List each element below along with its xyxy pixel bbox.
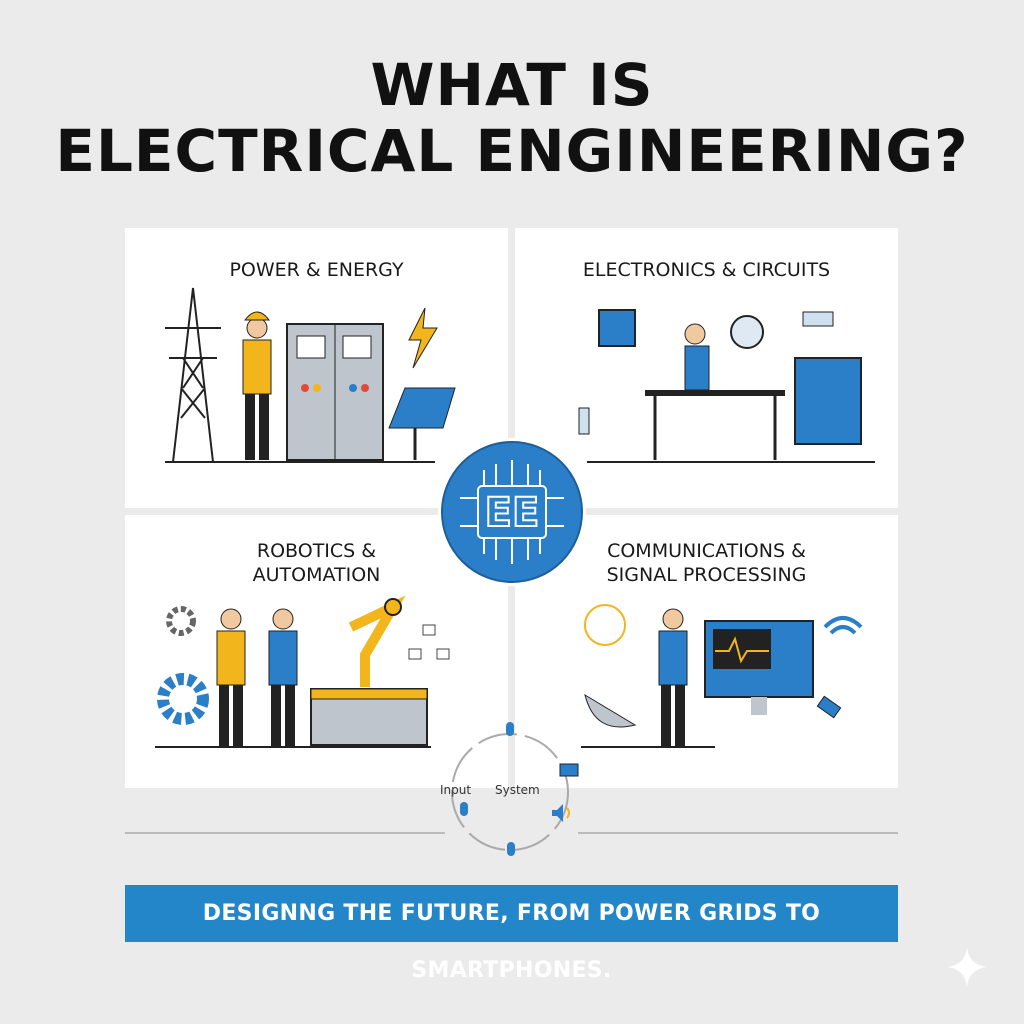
panel-title: POWER & ENERGY <box>229 259 404 281</box>
engineer-figure <box>242 311 272 460</box>
monitor-icon <box>704 620 814 715</box>
signal-cycle-diagram <box>451 722 579 856</box>
sparkle-icon <box>947 947 987 987</box>
panel-communications-signal-processing: COMMUNICATIONS & SIGNAL PROCESSING <box>515 515 898 788</box>
resistor-icon <box>802 311 834 327</box>
gear-icon <box>166 606 196 636</box>
robot-arm-icon <box>348 595 406 687</box>
circuit-board-icon <box>794 357 862 445</box>
robotics-illustration <box>155 595 450 748</box>
solar-panel-icon <box>388 387 456 460</box>
microphone-icon <box>460 802 468 816</box>
title-line-2: ELECTRICAL ENGINEERING? <box>55 117 969 185</box>
divider-right <box>578 832 898 834</box>
target-icon <box>584 604 626 646</box>
engineer-figure <box>268 608 298 747</box>
panel-title-line-1: COMMUNICATIONS & <box>607 540 806 562</box>
lightning-icon <box>408 307 438 369</box>
transmission-tower-icon <box>165 287 221 463</box>
panel-title: ELECTRONICS & CIRCUITS <box>582 259 831 281</box>
satellite-icon <box>816 695 842 719</box>
panel-title-line-2: AUTOMATION <box>252 564 381 586</box>
microchip-icon <box>598 309 636 347</box>
speaker-icon <box>552 804 563 822</box>
divider-left <box>125 832 445 834</box>
logo-text: EE <box>485 490 540 536</box>
panel-robotics-automation: ROBOTICS & AUTOMATION <box>125 515 508 788</box>
engineer-figure <box>658 608 688 747</box>
magnifier-icon <box>730 315 764 349</box>
processor-icon <box>559 763 579 777</box>
engineer-at-desk <box>645 323 785 460</box>
panel-title-line-2: SIGNAL PROCESSING <box>606 564 807 586</box>
panel-title-line-1: ROBOTICS & <box>256 540 377 562</box>
gear-icon <box>157 673 209 725</box>
panel-electronics-circuits: ELECTRONICS & CIRCUITS <box>515 228 898 508</box>
tagline-banner: DESIGNNG THE FUTURE, FROM POWER GRIDS TO… <box>125 885 898 983</box>
control-cabinet-icon <box>286 323 384 461</box>
ee-chip-logo: EE <box>438 438 586 586</box>
component-icon <box>578 407 590 435</box>
communications-illustration <box>581 604 863 748</box>
cycle-label-system: System <box>495 783 540 797</box>
cycle-label-input: Input <box>440 783 472 797</box>
title-line-1: WHAT IS <box>370 51 654 119</box>
satellite-dish-icon <box>584 693 637 728</box>
power-illustration <box>165 287 456 463</box>
panel-power-energy: POWER & ENERGY <box>125 228 508 508</box>
engineer-figure <box>216 608 246 747</box>
microphone-icon <box>507 842 515 856</box>
flowchart-icon <box>408 624 450 660</box>
microphone-icon <box>506 722 514 736</box>
wifi-icon <box>823 616 863 635</box>
electronics-illustration <box>578 309 875 463</box>
